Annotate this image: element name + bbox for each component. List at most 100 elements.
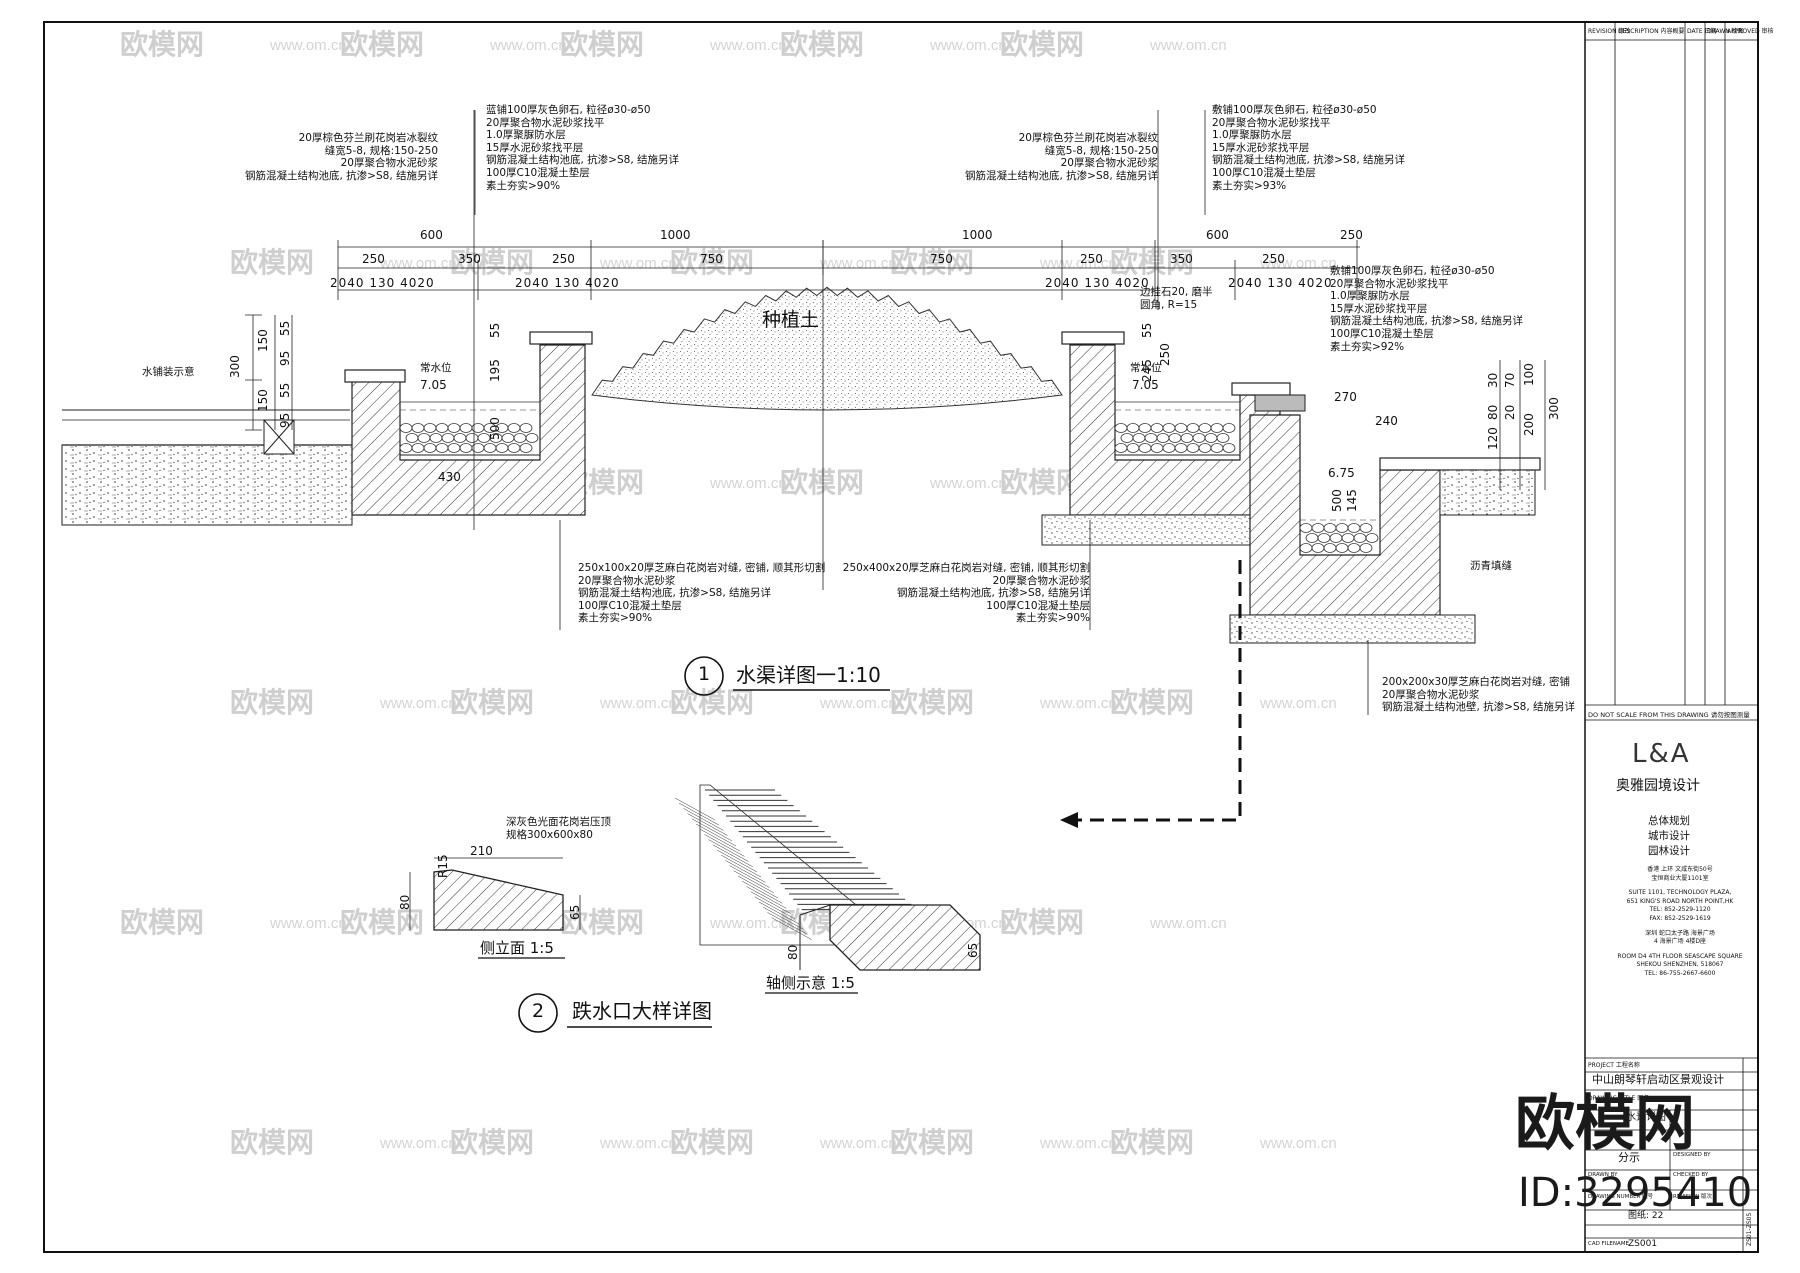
watermark-brand: 欧模网 xyxy=(1110,247,1194,278)
pebble xyxy=(1162,443,1176,453)
pebble-bed-middle xyxy=(1114,423,1236,453)
dim-text: 750 xyxy=(930,252,953,266)
notes-top-left-a: 20厚棕色芬兰刷花岗岩冰裂纹 缝宽5-8, 规格:150-250 20厚聚合物水… xyxy=(238,132,438,182)
watermark-brand: 欧模网 xyxy=(670,1127,754,1158)
axo-shade-line xyxy=(750,891,791,914)
drawing-1-title-text: 水渠详图一1:10 xyxy=(736,663,881,687)
address-line: SUITE 1101, TECHNOLOGY PLAZA, xyxy=(1628,889,1732,897)
watermark-url: www.om.cn xyxy=(379,695,457,712)
revision-col-approved: APPROVED 审核 xyxy=(1727,28,1774,35)
address-line: SHEKOU SHENZHEN, 518067 xyxy=(1636,961,1724,969)
dim-text: 20 xyxy=(417,276,435,290)
watermark-url: www.om.cn xyxy=(599,695,677,712)
note-line: 素土夯实>90% xyxy=(578,612,653,625)
dim-text: 20 xyxy=(1315,276,1333,290)
service-line: 总体规划 xyxy=(1648,815,1690,827)
axo-shade-line xyxy=(763,906,804,930)
pebble xyxy=(1347,523,1361,533)
planting-soil-mound xyxy=(591,286,1063,411)
pebble xyxy=(1114,443,1128,453)
watermark-url: www.om.cn xyxy=(269,915,347,932)
watermark-url: www.om.cn xyxy=(1259,695,1337,712)
note-line: 钢筋混凝土结构池底, 抗渗>S8, 结施另详 xyxy=(245,169,438,182)
pebble xyxy=(1192,433,1206,443)
pebble xyxy=(399,443,413,453)
note-line: 素土夯实>92% xyxy=(1330,340,1405,353)
watermark-url: www.om.cn xyxy=(1039,1135,1117,1152)
dim-text: 430 xyxy=(438,470,461,484)
dim-text: 95 xyxy=(278,412,292,428)
drawing-1-number-circle xyxy=(684,656,724,696)
pebble xyxy=(405,433,419,443)
pebble xyxy=(1162,423,1176,433)
dim-text: 95 xyxy=(278,350,292,366)
watermark-url: www.om.cn xyxy=(1039,255,1117,272)
note-edge-stone: 边挂石20, 磨半 圆角, R=15 xyxy=(1140,286,1213,311)
pebble xyxy=(1341,533,1355,543)
drawn-by-label: DRAWN BY xyxy=(1588,1172,1618,1178)
project-label: PROJECT 工程名称 xyxy=(1588,1062,1640,1069)
dim-text: 270 xyxy=(1334,390,1357,404)
dim-text: 40 xyxy=(1062,276,1080,290)
dim-text: 350 xyxy=(458,252,481,266)
note-line: 200x200x30厚芝麻白花岗岩对缝, 密铺 xyxy=(1382,676,1571,688)
pebble xyxy=(1359,523,1373,533)
note-line: 15厚水泥砂浆找平层 xyxy=(486,141,584,154)
dim-text: 55 xyxy=(488,322,502,338)
dim-text: 55 xyxy=(278,320,292,336)
pebble xyxy=(1114,423,1128,433)
pebble xyxy=(1299,543,1313,553)
pebble xyxy=(507,423,521,433)
pebble-bed-left xyxy=(399,423,539,453)
note-line: 缝宽5-8, 规格:150-250 xyxy=(324,144,438,157)
notes-right: 敷铺100厚灰色卵石, 粒径ø30-ø50 20厚聚合物水泥砂浆找平 1.0厚聚… xyxy=(1330,265,1523,353)
brand-overlay-name: 欧模网 xyxy=(1515,1089,1695,1159)
dim-text: 6.75 xyxy=(1328,466,1355,480)
note-line: 素土夯实>90% xyxy=(486,179,561,192)
pebble xyxy=(1335,543,1349,553)
dim-text: 250 xyxy=(1340,228,1363,242)
axo-shade-line xyxy=(683,808,724,831)
note-line: 钢筋混凝土结构池底, 抗渗>S8, 结施另详 xyxy=(897,587,1090,600)
dim-text: 40 xyxy=(400,276,418,290)
note-line: 1.0厚聚脲防水层 xyxy=(1212,129,1292,142)
axo-shade-line xyxy=(758,901,800,925)
dim-text: 40 xyxy=(585,276,603,290)
pebble xyxy=(1144,433,1158,443)
axo-shade-line xyxy=(712,844,753,868)
watermark-url: www.om.cn xyxy=(1149,915,1227,932)
detail-callout-arrowhead xyxy=(1060,812,1078,828)
axo-shade-line xyxy=(687,813,728,836)
address-line: TEL: 852-2529-1120 xyxy=(1649,906,1711,914)
note-line: 250x400x20厚芝麻白花岗岩对缝, 密铺, 顺其形切割 xyxy=(842,562,1090,574)
watermark-brand: 欧模网 xyxy=(230,247,314,278)
note-line: 素土夯实>93% xyxy=(1212,179,1287,192)
watermark-url: www.om.cn xyxy=(709,37,787,54)
notes-bottom-left: 250x100x20厚芝麻白花岗岩对缝, 密铺, 顺其形切割 20厚聚合物水泥砂… xyxy=(578,562,825,625)
dim-text: 130 xyxy=(369,276,396,290)
pebble xyxy=(1299,523,1313,533)
axo-shade-line xyxy=(771,917,812,940)
watermark-url: www.om.cn xyxy=(269,37,347,54)
pebble xyxy=(1216,433,1230,443)
pebble xyxy=(507,443,521,453)
pebble xyxy=(1359,543,1373,553)
axo-shade-line xyxy=(754,896,795,920)
dim-text: 30 xyxy=(1486,372,1500,388)
pebble xyxy=(1222,423,1236,433)
address-line: 651 KING'S ROAD NORTH POINT,HK xyxy=(1626,897,1734,905)
drawing-number-label: DRAWING NUMBER 图号 xyxy=(1588,1194,1654,1200)
dim-text: 600 xyxy=(1206,228,1229,242)
dim-text: 1000 xyxy=(660,228,691,242)
title-block xyxy=(1585,22,1758,1252)
watermark-brand: 欧模网 xyxy=(890,1127,974,1158)
note-line: 20厚聚合物水泥砂浆找平 xyxy=(486,116,605,129)
dims-sub-mid-b: 2040 130 4020 xyxy=(1045,276,1150,290)
pebble xyxy=(1311,523,1325,533)
drawing-title-value: 水景详图 xyxy=(1626,1112,1666,1123)
watermark-url: www.om.cn xyxy=(489,37,567,54)
planting-soil-label: 种植土 xyxy=(762,309,820,331)
watermark-brand: 欧模网 xyxy=(890,247,974,278)
note-line: 钢筋混凝土结构池壁, 抗渗>S8, 结施另详 xyxy=(1382,701,1575,714)
dim-text: 40 xyxy=(1298,276,1316,290)
